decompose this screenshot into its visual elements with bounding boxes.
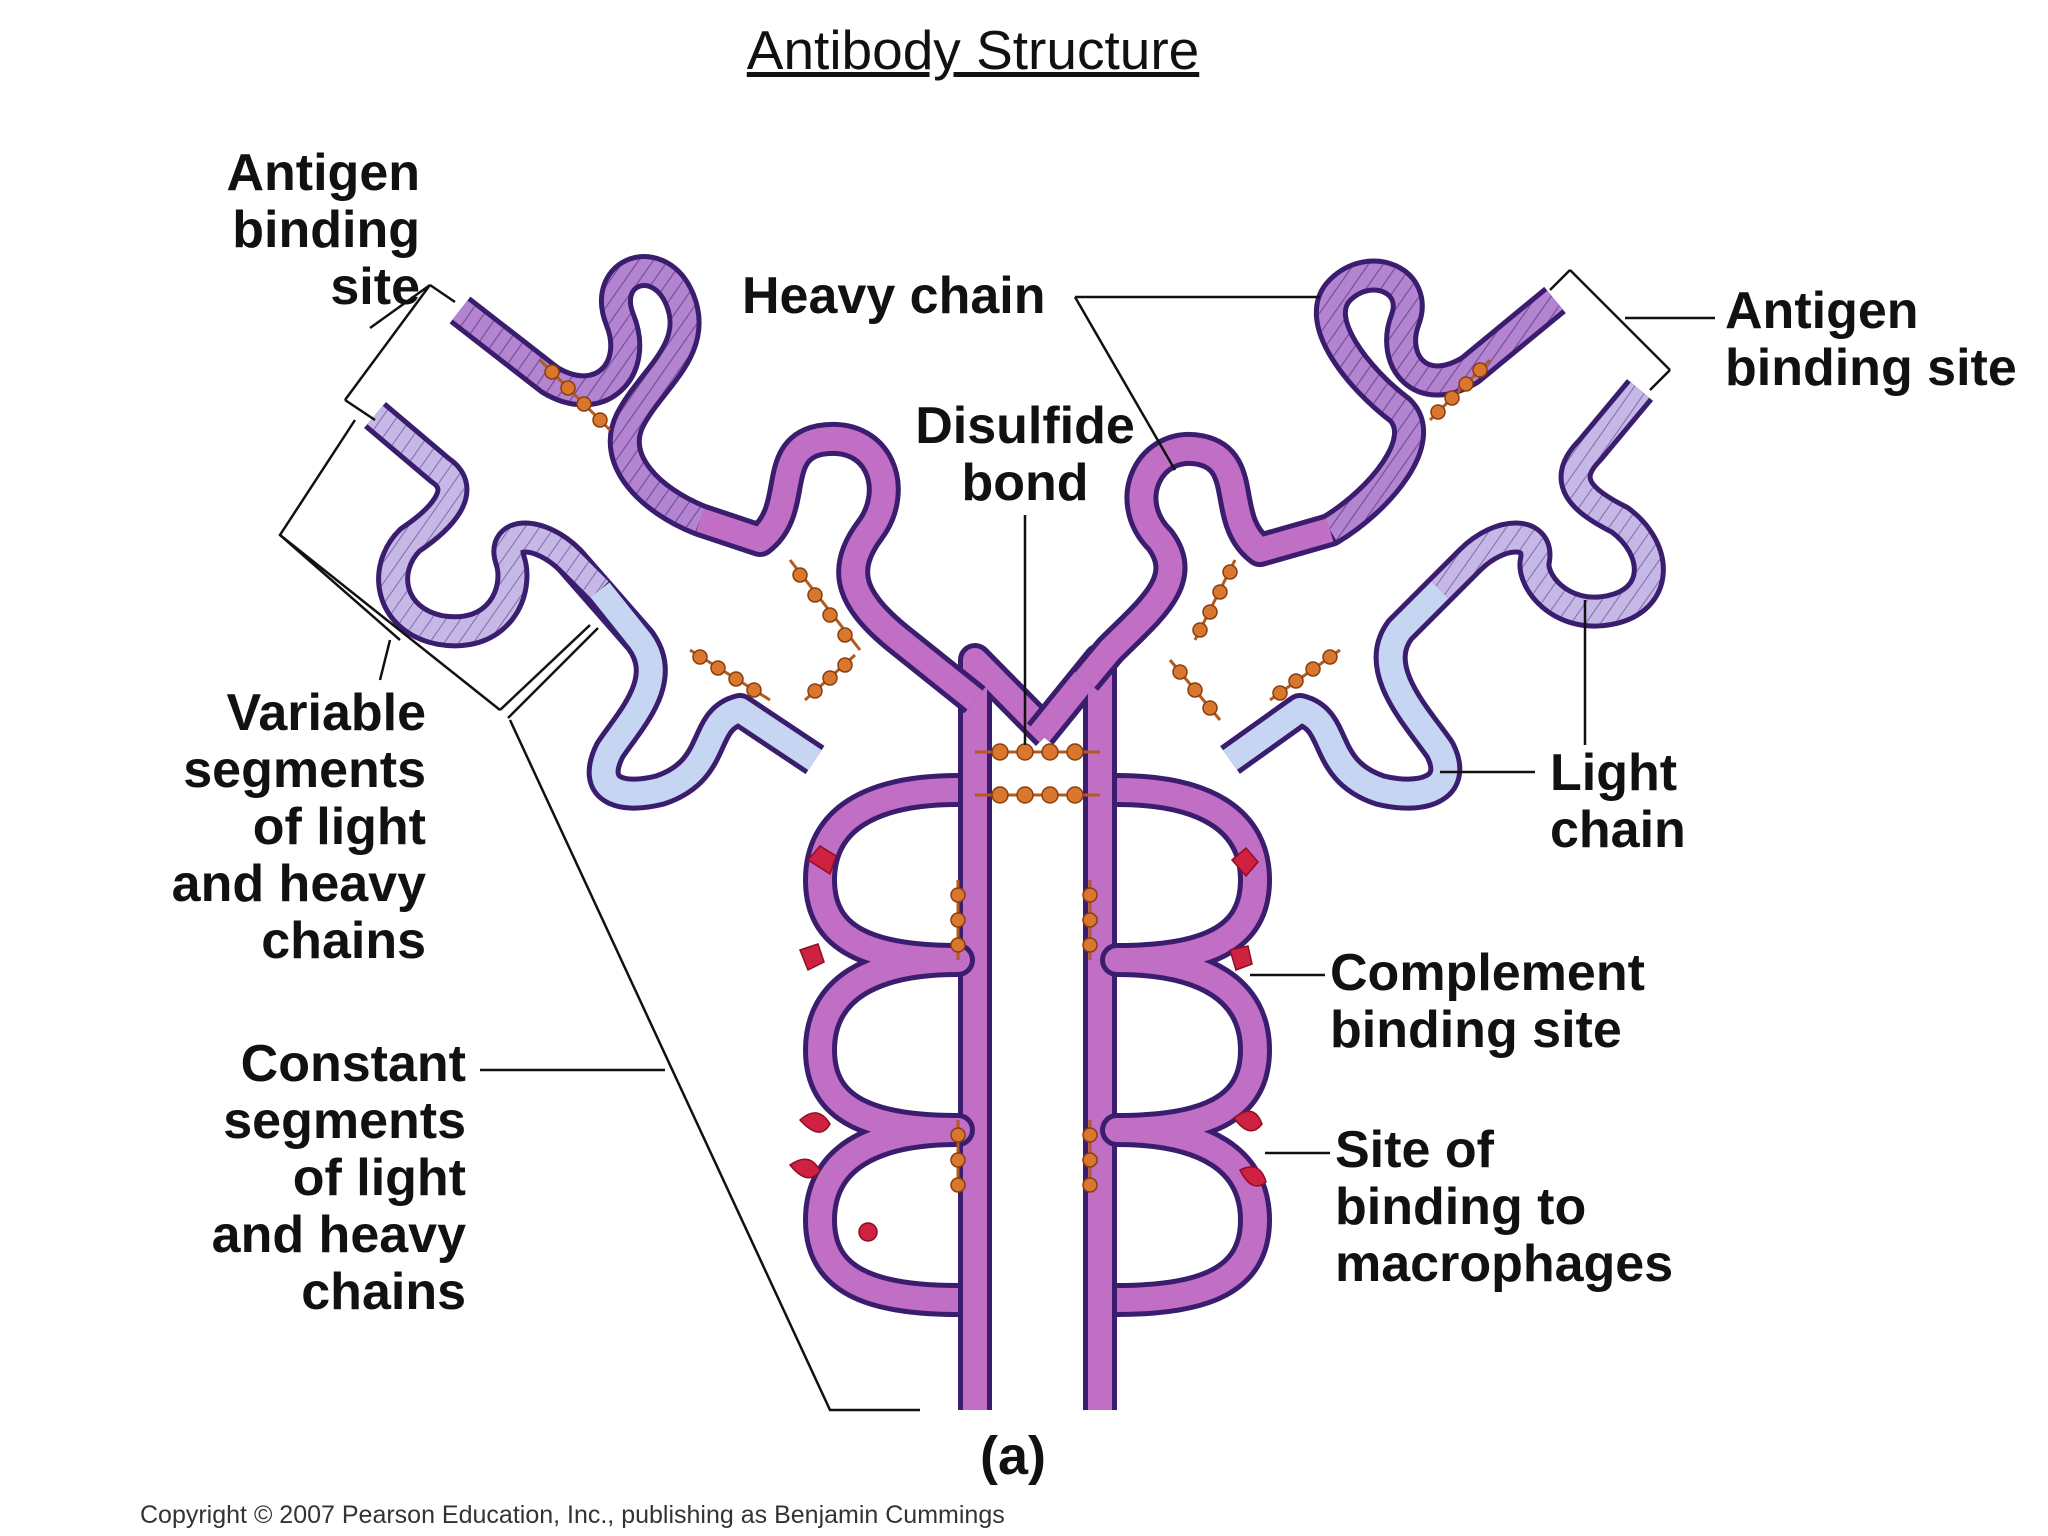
- label-line: Site of: [1335, 1121, 1494, 1179]
- label-constant-segments: Constant segments of light and heavy cha…: [150, 1036, 466, 1321]
- label-line: segments: [223, 1092, 466, 1150]
- disulfide-bond-tail: [950, 880, 1098, 1193]
- label-line: of light: [252, 798, 426, 856]
- label-line: Disulfide: [915, 397, 1135, 455]
- light-chain-left: [364, 402, 825, 811]
- complement-binding-site-knobs: [799, 845, 1259, 972]
- label-line: chains: [261, 912, 426, 970]
- disulfide-bond-light-heavy-right: [1168, 358, 1492, 721]
- heavy-chain-left-arm: [449, 254, 986, 714]
- label-line: chain: [1550, 801, 1686, 859]
- label-line: binding: [232, 201, 420, 259]
- label-line: Antigen: [226, 144, 420, 202]
- label-line: binding site: [1725, 339, 2017, 397]
- disulfide-bond-hinge-upper: [975, 743, 1100, 761]
- label-line: Complement: [1330, 944, 1645, 1002]
- label-variable-segments: Variable segments of light and heavy cha…: [110, 685, 426, 970]
- label-line: binding to: [1335, 1178, 1587, 1236]
- label-complement-binding-site: Complement binding site: [1330, 945, 1645, 1059]
- label-line: and heavy: [211, 1206, 466, 1264]
- disulfide-bond-light-heavy-left: [538, 358, 862, 702]
- heavy-chain-right-arm: [1071, 258, 1566, 691]
- label-line: Variable: [226, 684, 426, 742]
- panel-label-text: (a): [980, 1426, 1046, 1486]
- label-antigen-binding-site-right: Antigen binding site: [1725, 283, 2017, 397]
- panel-label: (a): [980, 1428, 1046, 1485]
- label-light-chain: Light chain: [1550, 745, 1686, 859]
- disulfide-bond-hinge-lower: [975, 786, 1100, 804]
- label-line: Antigen: [1725, 282, 1919, 340]
- label-antigen-binding-site-left: Antigen binding site: [150, 145, 420, 316]
- label-line: segments: [183, 741, 426, 799]
- label-line: site: [330, 258, 420, 316]
- copyright-notice: Copyright © 2007 Pearson Education, Inc.…: [140, 1501, 1005, 1529]
- label-disulfide-bond: Disulfide bond: [880, 398, 1170, 512]
- label-macrophage-binding-site: Site of binding to macrophages: [1335, 1122, 1673, 1293]
- label-line: bond: [961, 454, 1089, 512]
- light-chain-right: [1220, 379, 1666, 811]
- label-line: and heavy: [171, 855, 426, 913]
- page-title: Antibody Structure: [746, 19, 1200, 81]
- heavy-chain-stem-right: [1026, 643, 1272, 1410]
- label-line: binding site: [1330, 1001, 1622, 1059]
- label-line: of light: [292, 1149, 466, 1207]
- label-heavy-chain: Heavy chain: [742, 268, 1046, 325]
- label-line: Light: [1550, 744, 1678, 802]
- label-line: Heavy chain: [742, 267, 1046, 325]
- label-line: macrophages: [1335, 1235, 1674, 1293]
- leader-lines: [278, 269, 1715, 1412]
- label-line: chains: [301, 1263, 466, 1321]
- heavy-chain-stem-left: [803, 643, 1061, 1410]
- label-line: Constant: [240, 1035, 466, 1093]
- macrophage-binding-site-knobs: [788, 1110, 1267, 1242]
